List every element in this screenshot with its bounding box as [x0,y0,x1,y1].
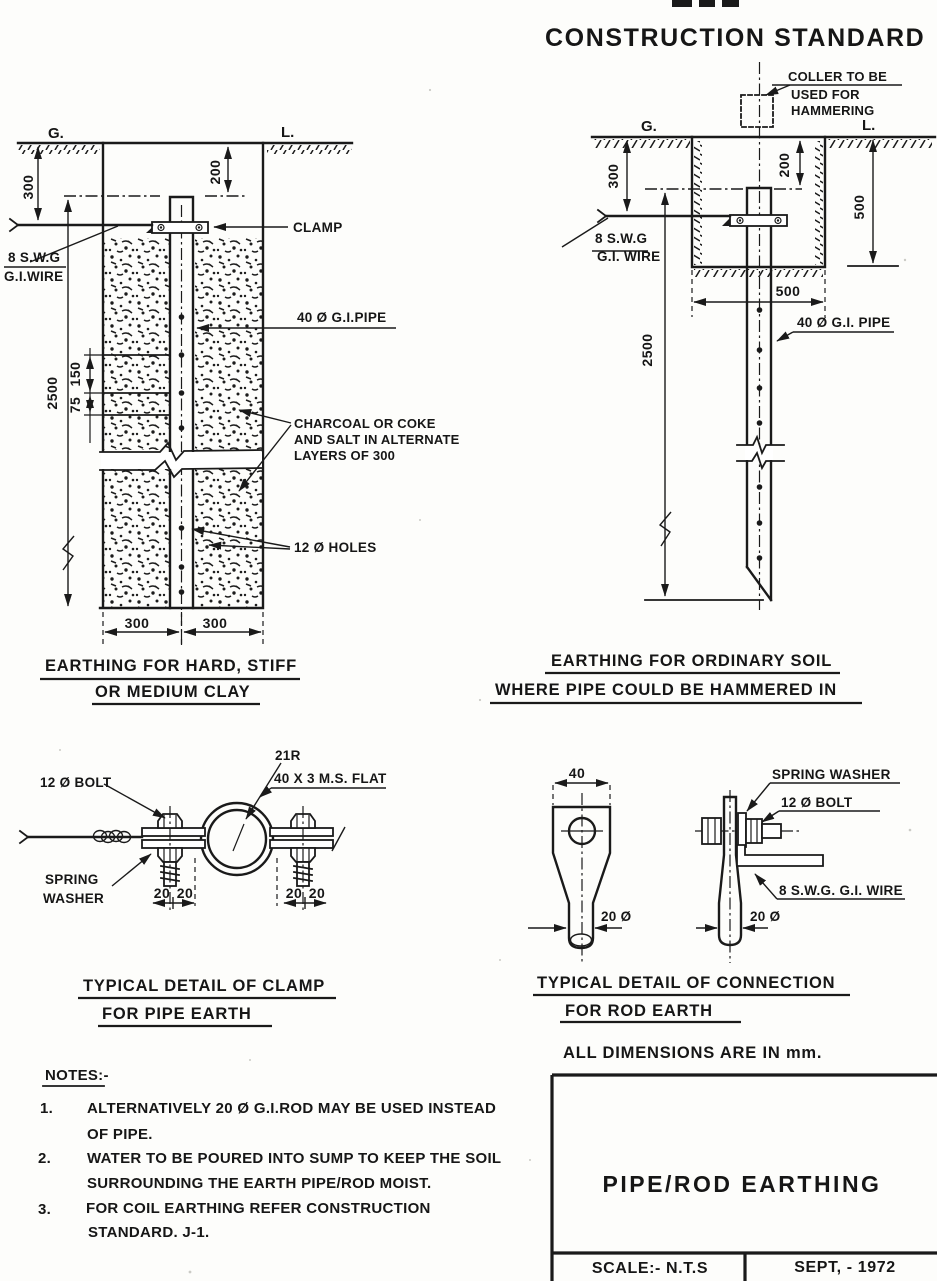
dim-300-width-right: 300 [203,615,228,631]
dim-150-layer: 150 [67,362,83,387]
note-2-line2: SURROUNDING THE EARTH PIPE/ROD MOIST. [87,1175,431,1192]
flat-label: 40 X 3 M.S. FLAT [274,771,387,786]
dim-200-pipe-top: 200 [776,153,792,178]
dim-500-sump-depth: 500 [851,195,867,220]
drawing-title: PIPE/ROD EARTHING [603,1171,882,1197]
pipe-hole-dots [178,314,185,595]
pipe-label: 40 Ø G.I.PIPE [297,310,386,325]
ground-label-g: G. [48,125,64,142]
right-caption-line2: WHERE PIPE COULD BE HAMMERED IN [495,681,837,699]
note-1-line1: ALTERNATIVELY 20 Ø G.I.ROD MAY BE USED I… [87,1100,496,1117]
date-cell: SEPT, - 1972 [794,1259,895,1276]
dim-2500-pipe: 2500 [639,333,655,366]
note-1-line2: OF PIPE. [87,1126,153,1143]
left-earthing-diagram: G. L. 300 200 2500 150 [4,124,460,706]
units-note: ALL DIMENSIONS ARE IN mm. [563,1044,822,1062]
bolt-label: 12 Ø BOLT [781,795,853,810]
note-3-line2: STANDARD. J-1. [88,1224,209,1241]
dim-300-depth: 300 [20,175,36,200]
wire-label: 8 S.W.G. G.I. WIRE [779,883,903,898]
clamp-detail-drawing: 20 20 20 20 12 Ø BOLT 21R 40 X 3 M.S. FL… [18,748,387,1028]
charcoal-label-line1: CHARCOAL OR COKE [294,416,436,431]
spring-washer-label: SPRING WASHER [772,767,891,782]
note-2-line1: WATER TO BE POURED INTO SUMP TO KEEP THE… [87,1150,501,1167]
dim-300-depth: 300 [605,164,621,189]
left-caption-line2: OR MEDIUM CLAY [95,683,250,701]
dim-2500-pipe: 2500 [44,376,60,409]
ground-label-l: L. [862,117,875,134]
rod-connection-drawing: 40 20 Ø SPRING WASHER 12 Ø BOLT 8 S.W.G.… [528,765,905,1024]
bolt-label: 12 Ø BOLT [40,775,112,790]
collar-label-line3: HAMMERING [791,103,874,118]
collar-label-line2: USED FOR [791,87,860,102]
note-1-num: 1. [40,1100,53,1117]
collar-label-line1: COLLER TO BE [788,69,887,84]
notes-heading: NOTES:- [45,1067,109,1084]
spring-washer-label-line2: WASHER [43,891,104,906]
note-3-line1: FOR COIL EARTHING REFER CONSTRUCTION [86,1200,431,1217]
dim-500-sump-width: 500 [776,283,801,299]
dim-20-c: 20 [286,885,303,901]
dim-20dia-rod-right: 20 Ø [750,909,780,924]
ground-label-g: G. [641,118,657,135]
dim-40-lug-width: 40 [569,765,586,781]
dim-20dia-rod-left: 20 Ø [601,909,631,924]
rod-caption-line2: FOR ROD EARTH [565,1002,713,1020]
rod-caption-line1: TYPICAL DETAIL OF CONNECTION [537,974,835,992]
dim-20-d: 20 [309,885,326,901]
radius-label: 21R [275,748,301,763]
charcoal-label-line3: LAYERS OF 300 [294,448,395,463]
dim-20-b: 20 [177,885,194,901]
wire-label-line1: 8 S.W.G [8,250,60,265]
right-earthing-diagram: COLLER TO BE USED FOR HAMMERING G. L. [490,62,937,705]
dim-300-width-left: 300 [125,615,150,631]
wire-label-line2: G.I. WIRE [597,249,660,264]
notes-section: NOTES:- 1. ALTERNATIVELY 20 Ø G.I.ROD MA… [38,1067,501,1241]
scan-noise [59,88,912,1274]
charcoal-label-line2: AND SALT IN ALTERNATE [294,432,460,447]
right-caption-line1: EARTHING FOR ORDINARY SOIL [551,652,832,670]
dim-20-a: 20 [154,885,171,901]
wire-curl [92,829,132,844]
note-3-num: 3. [38,1201,51,1218]
page-top-cropped-marks [672,0,739,7]
wire-label-line2: G.I.WIRE [4,269,63,284]
wire-label-line1: 8 S.W.G [595,231,647,246]
dim-75-layer: 75 [67,397,83,414]
clamp-caption-line1: TYPICAL DETAIL OF CLAMP [83,977,325,995]
left-caption-line1: EARTHING FOR HARD, STIFF [45,657,297,675]
title-block: PIPE/ROD EARTHING SCALE:- N.T.S SEPT, - … [550,1073,937,1281]
clamp-caption-line2: FOR PIPE EARTH [102,1005,252,1023]
note-2-num: 2. [38,1150,51,1167]
ground-label-l: L. [281,124,294,141]
spring-washer-label-line1: SPRING [45,872,99,887]
pipe-hole-dots [756,307,763,561]
clamp-label: CLAMP [293,220,343,235]
scale-cell: SCALE:- N.T.S [592,1260,708,1277]
holes-label: 12 Ø HOLES [294,540,377,555]
pipe-label: 40 Ø G.I. PIPE [797,315,891,330]
sheet-title: CONSTRUCTION STANDARD [545,24,925,52]
dim-200-pipe-top: 200 [207,160,223,185]
